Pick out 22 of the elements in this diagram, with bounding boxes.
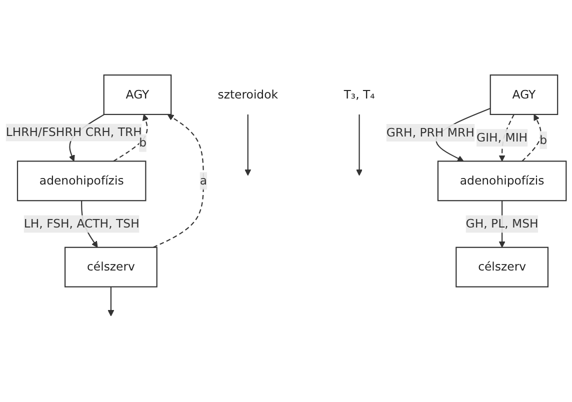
edge-label: GH, PL, MSH <box>466 216 538 231</box>
edge-label: GIH, MIH <box>476 130 528 144</box>
node-box: AGY <box>103 74 172 115</box>
edge-label: a <box>200 174 207 188</box>
edge-label: LH, FSH, ACTH, TSH <box>24 216 140 231</box>
node-box: adenohipofízis <box>16 160 146 202</box>
edge-label: b <box>139 136 147 150</box>
arrow <box>356 114 362 176</box>
edge-label: b <box>540 133 548 147</box>
node-box: AGY <box>490 74 558 115</box>
arrow <box>153 114 204 248</box>
node-text: szteroidok <box>218 87 278 102</box>
arrow <box>113 114 149 162</box>
edge-label: GRH, PRH MRH <box>386 125 474 140</box>
node-box: célszerv <box>64 246 158 288</box>
node-text: T₃, T₄ <box>344 87 375 102</box>
arrow <box>522 114 542 162</box>
node-box: adenohipofízis <box>437 160 567 202</box>
arrow <box>244 114 252 176</box>
node-box: célszerv <box>456 246 549 288</box>
arrow <box>108 286 114 316</box>
edge-label: LHRH/FSHRH CRH, TRH <box>6 125 142 140</box>
